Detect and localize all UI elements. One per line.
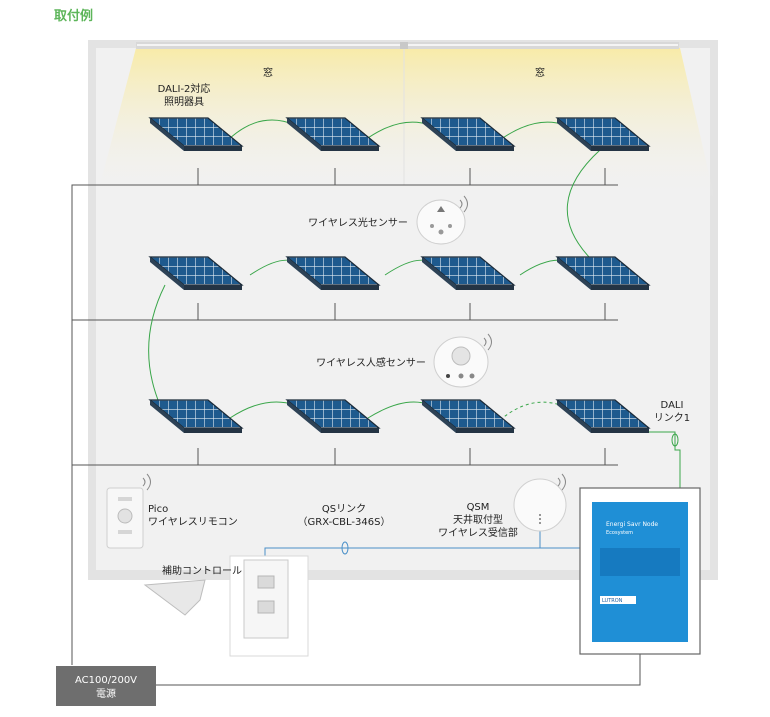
fixture-label-line1: DALI-2対応 [158,82,211,95]
power-label-line1: AC100/200V [75,675,137,686]
light-sensor-label: ワイヤレス光センサー [308,216,408,229]
aux-control-label: 補助コントロール [162,564,242,577]
qsm-label-line2: 天井取付型 [453,513,503,526]
light-sensor-icon [416,195,468,245]
window-label-left: 窓 [263,66,273,79]
occupancy-sensor-label: ワイヤレス人感センサー [316,356,426,369]
dali-link-label-line1: DALI [661,400,684,411]
qs-link-label-line1: QSリンク [322,503,366,515]
power-label-line2: 電源 [96,687,116,700]
mains-wiring [71,168,641,686]
pico-label-line1: Pico [148,504,168,515]
dali-wiring [148,119,681,490]
fixture-label-line2: 照明器具 [164,96,204,108]
pico-label-line2: ワイヤレスリモコン [148,517,238,528]
qsm-label-line1: QSM [467,502,490,513]
qs-link-label-line2: （GRX-CBL-346S） [298,516,391,528]
occupancy-sensor-icon [433,333,492,388]
auxiliary-control-icon [143,555,309,657]
panel-name: Energi Savr Node [606,521,658,528]
qsm-receiver-icon [513,473,567,532]
page-title: 取付例 [54,8,93,24]
panel-brand: LUTRON [602,598,623,604]
power-supply-box [56,666,156,706]
energi-savr-node-panel [579,487,701,655]
dali-link-label-line2: リンク1 [654,412,690,424]
panel-subtitle: Ecosystem [606,530,633,536]
window-label-right: 窓 [535,66,545,79]
pico-remote-icon [106,473,151,549]
qsm-label-line3: ワイヤレス受信部 [438,526,518,539]
